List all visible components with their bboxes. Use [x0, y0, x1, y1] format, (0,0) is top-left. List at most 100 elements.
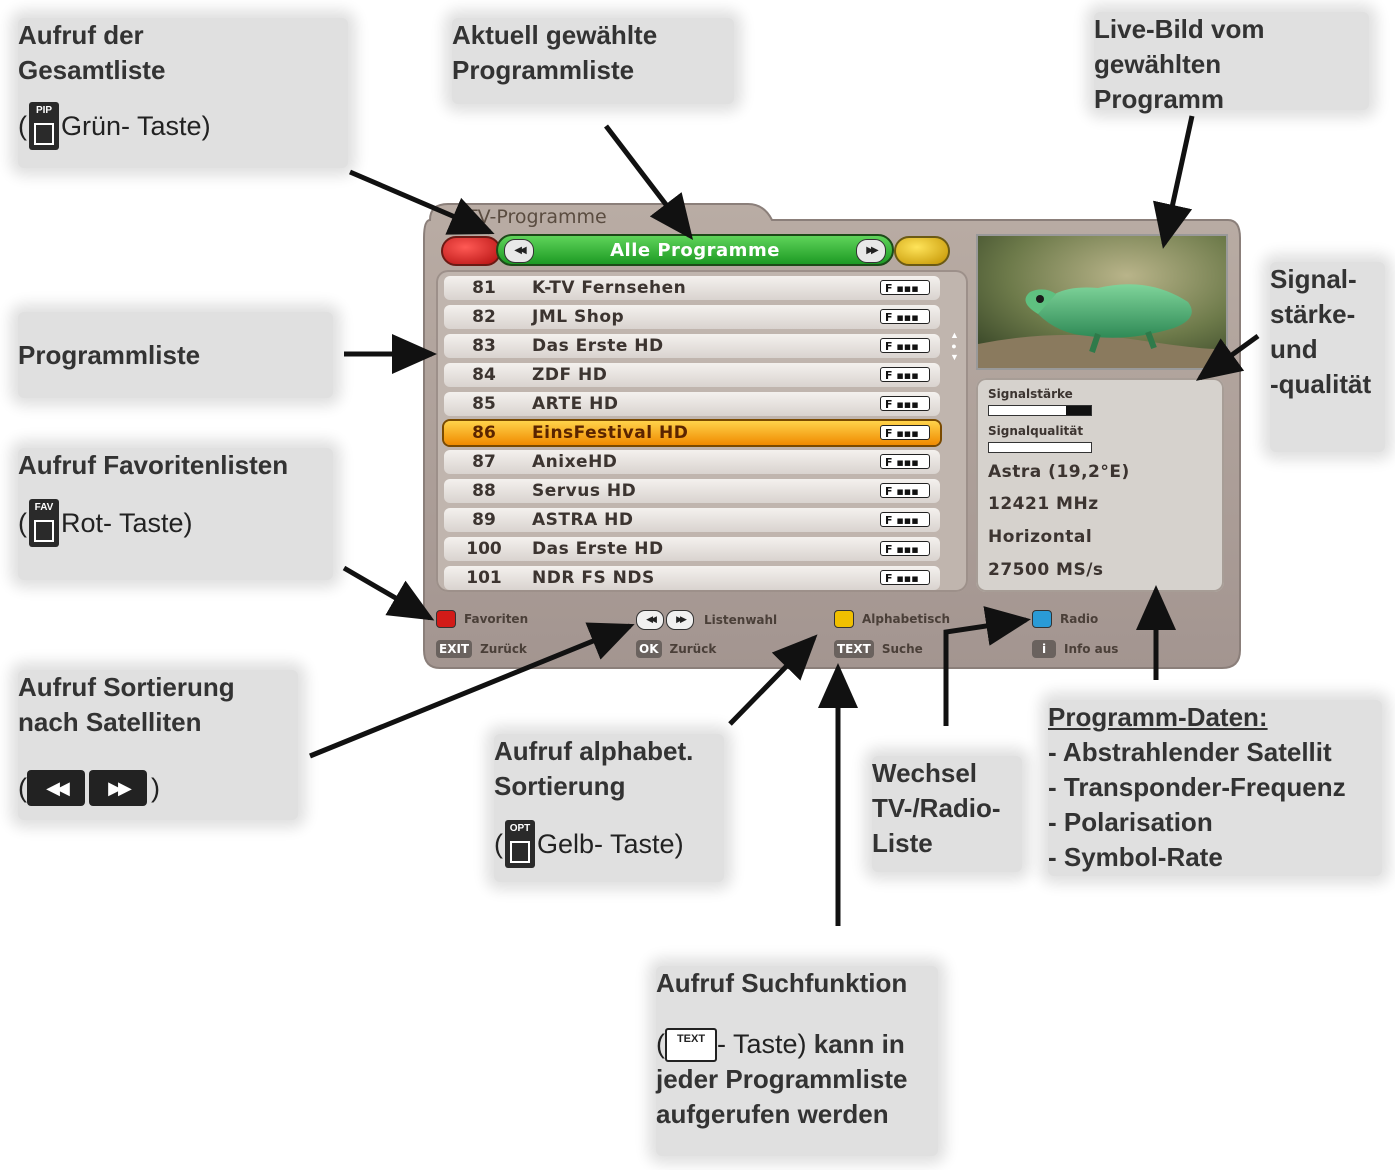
callout-programm-daten-item: - Symbol-Rate: [1048, 842, 1223, 872]
paren-open: (: [494, 828, 503, 859]
chameleon-image: [978, 236, 1226, 368]
channel-name: Servus HD: [532, 481, 637, 501]
free-tv-badge-icon: F ▪▪▪: [880, 280, 930, 295]
free-tv-badge-icon: F ▪▪▪: [880, 570, 930, 585]
free-tv-badge-letter: F: [885, 369, 893, 382]
signal-strength-bar: [988, 405, 1092, 416]
free-tv-badge-letter: F: [885, 340, 893, 353]
callout-wechsel-line3: Liste: [872, 828, 933, 858]
legend-info-aus[interactable]: i Info aus: [1032, 640, 1118, 658]
channel-number: 84: [472, 365, 496, 385]
channel-row[interactable]: 88 Servus HD F ▪▪▪: [444, 479, 940, 503]
channel-name: ZDF HD: [532, 365, 608, 385]
free-tv-badge-letter: F: [885, 543, 893, 556]
frequency-value: 12421 MHz: [988, 494, 1099, 514]
channel-number: 86: [472, 423, 496, 443]
callout-programm-daten-item: - Polarisation: [1048, 807, 1213, 837]
yellow-pill-button[interactable]: [894, 236, 950, 266]
free-tv-badge-icon: F ▪▪▪: [880, 454, 930, 469]
rewind-icon: ◀◀: [636, 610, 664, 630]
legend-suche[interactable]: TEXT Suche: [834, 640, 923, 658]
signal-quality-label: Signalqualität: [988, 424, 1084, 438]
paren-open: (: [656, 1029, 665, 1059]
callout-alphabet: Aufruf alphabet. Sortierung ( OPT Gelb- …: [494, 734, 724, 882]
program-list-selector[interactable]: ◀◀ Alle Programme ▶▶: [496, 234, 894, 266]
paren-open: (: [18, 507, 27, 538]
text-key-icon: TEXT: [665, 1027, 717, 1062]
callout-alphabet-key-text: Gelb- Taste): [537, 828, 684, 859]
red-key-icon: [436, 610, 456, 628]
callout-alphabet-line1: Aufruf alphabet.: [494, 736, 694, 766]
legend-zurueck-label: Zurück: [480, 642, 527, 656]
legend-radio-label: Radio: [1060, 612, 1099, 626]
callout-wechsel-line2: TV-/Radio-: [872, 793, 1001, 823]
channel-number: 85: [472, 394, 496, 414]
channel-number: 100: [466, 539, 502, 559]
callout-programm-daten-item: - Abstrahlender Satellit: [1048, 737, 1332, 767]
list-prev-icon[interactable]: ◀◀: [504, 239, 534, 263]
channel-name: EinsFestival HD: [532, 423, 689, 443]
free-tv-badge-letter: F: [885, 427, 893, 440]
callout-signal-line2: stärke-: [1270, 299, 1356, 329]
callout-suche-line2: kann in: [806, 1029, 905, 1059]
yellow-key-icon: [834, 610, 854, 628]
channel-number: 88: [472, 481, 496, 501]
callout-gesamtliste-key-text: Grün- Taste): [61, 110, 211, 141]
badge-dots-icon: ▪▪▪: [892, 398, 919, 411]
callout-gesamtliste: Aufruf der Gesamtliste ( PIP Grün- Taste…: [18, 18, 348, 168]
scroll-indicator-icon[interactable]: ▲●▼: [950, 330, 959, 362]
channel-number: 83: [472, 336, 496, 356]
callout-signal-line4: -qualität: [1270, 369, 1372, 399]
paren-open: (: [18, 772, 27, 803]
callout-programm-daten-heading: Programm-Daten:: [1048, 702, 1268, 732]
symbol-rate-value: 27500 MS/s: [988, 560, 1104, 580]
legend-zurueck-exit[interactable]: EXIT Zurück: [436, 640, 527, 658]
callout-programm-daten: Programm-Daten: - Abstrahlender Satellit…: [1048, 700, 1382, 876]
callout-aktuelle-liste: Aktuell gewählte Programmliste: [452, 18, 734, 104]
free-tv-badge-icon: F ▪▪▪: [880, 541, 930, 556]
satellite-value: Astra (19,2°E): [988, 462, 1130, 482]
legend-listenwahl[interactable]: ◀◀ ▶▶ Listenwahl: [636, 610, 777, 630]
callout-alphabet-line2: Sortierung: [494, 771, 626, 801]
fav-key-icon: FAV: [29, 499, 59, 547]
legend-zurueck-label: Zurück: [669, 642, 717, 656]
legend-zurueck-ok[interactable]: OK Zurück: [636, 640, 716, 658]
list-next-icon[interactable]: ▶▶: [856, 239, 886, 263]
callout-gesamtliste-line2: Gesamtliste: [18, 55, 166, 85]
callout-signal: Signal- stärke- und -qualität: [1270, 262, 1385, 452]
badge-dots-icon: ▪▪▪: [892, 572, 919, 585]
free-tv-badge-icon: F ▪▪▪: [880, 309, 930, 324]
callout-suche: Aufruf Suchfunktion ( TEXT - Taste) kann…: [656, 966, 938, 1156]
callout-wechsel-line1: Wechsel: [872, 758, 978, 788]
callout-signal-line1: Signal-: [1270, 264, 1357, 294]
channel-number: 82: [472, 307, 496, 327]
free-tv-badge-letter: F: [885, 514, 893, 527]
signal-strength-label: Signalstärke: [988, 387, 1073, 401]
callout-aktuelle-liste-line2: Programmliste: [452, 55, 635, 85]
callout-live-bild-line1: Live-Bild vom: [1094, 14, 1265, 44]
red-pill-button[interactable]: [441, 236, 501, 266]
legend-alphabetisch[interactable]: Alphabetisch: [834, 610, 950, 628]
legend-favoriten[interactable]: Favoriten: [436, 610, 528, 628]
legend-radio[interactable]: Radio: [1032, 610, 1098, 628]
callout-suche-line4: aufgerufen werden: [656, 1099, 889, 1129]
free-tv-badge-icon: F ▪▪▪: [880, 483, 930, 498]
callout-programmliste-text: Programmliste: [18, 340, 201, 370]
pip-key-icon: PIP: [29, 102, 59, 150]
live-preview: [976, 234, 1228, 370]
callout-live-bild-line3: Programm: [1094, 84, 1225, 114]
callout-favoriten-key-text: Rot- Taste): [61, 507, 193, 538]
callout-favoriten-line1: Aufruf Favoritenlisten: [18, 450, 289, 480]
callout-gesamtliste-line1: Aufruf der: [18, 20, 144, 50]
